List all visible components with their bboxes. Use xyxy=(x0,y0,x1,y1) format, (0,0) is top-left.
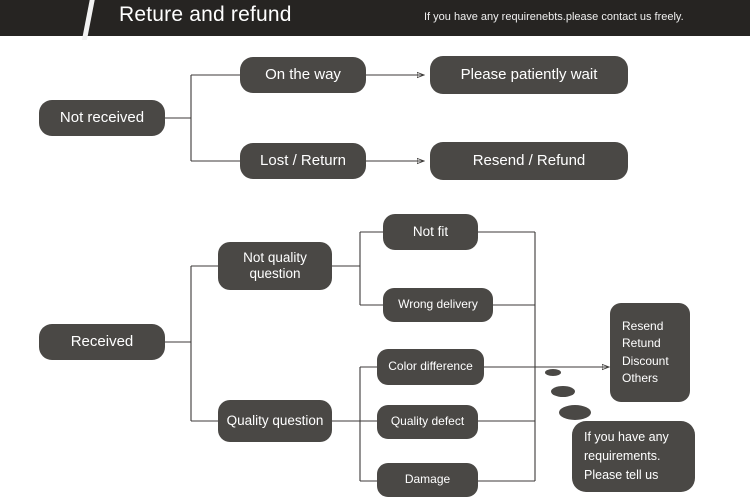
node-not-received[interactable]: Not received xyxy=(39,100,165,136)
node-resend-refund[interactable]: Resend / Refund xyxy=(430,142,628,180)
node-quality-question[interactable]: Quality question xyxy=(218,400,332,442)
page-title: Reture and refund xyxy=(119,3,292,26)
node-lost-return[interactable]: Lost / Return xyxy=(240,143,366,179)
node-wrong-delivery[interactable]: Wrong delivery xyxy=(383,288,493,322)
node-on-the-way[interactable]: On the way xyxy=(240,57,366,93)
node-requirements-note[interactable]: If you have any requirements. Please tel… xyxy=(572,421,695,492)
header-subtitle: If you have any requirenebts.please cont… xyxy=(424,11,684,23)
speech-trail-dot-small xyxy=(545,369,561,376)
node-color-difference[interactable]: Color difference xyxy=(377,349,484,385)
speech-trail-dot-medium xyxy=(551,386,575,397)
node-not-fit[interactable]: Not fit xyxy=(383,214,478,250)
node-quality-defect[interactable]: Quality defect xyxy=(377,405,478,439)
node-not-quality-question[interactable]: Not quality question xyxy=(218,242,332,290)
speech-trail-dot-large xyxy=(559,405,591,420)
header-slash-decoration xyxy=(81,0,96,40)
node-damage[interactable]: Damage xyxy=(377,463,478,497)
node-received[interactable]: Received xyxy=(39,324,165,360)
node-outcome-options[interactable]: Resend Retund Discount Others xyxy=(610,303,690,402)
node-please-patiently-wait[interactable]: Please patiently wait xyxy=(430,56,628,94)
header-bar: Reture and refund If you have any requir… xyxy=(0,0,750,40)
